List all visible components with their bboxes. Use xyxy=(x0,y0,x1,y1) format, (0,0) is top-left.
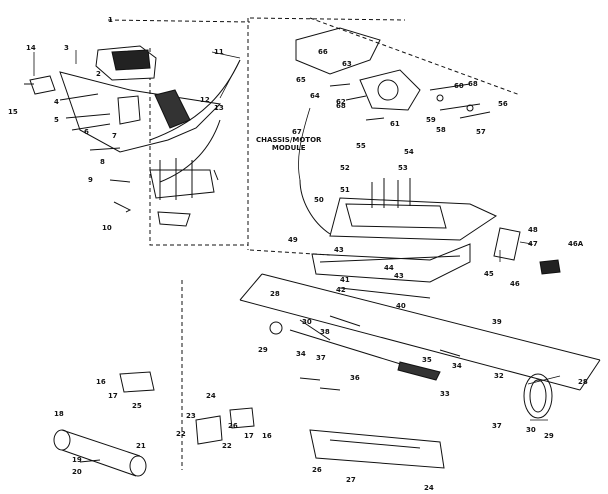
chassis-assembly xyxy=(299,178,561,299)
part-number-49: 49 xyxy=(288,236,298,244)
part-number-6: 6 xyxy=(84,128,89,136)
nozzle-assembly xyxy=(239,273,601,469)
part-number-47: 47 xyxy=(528,240,538,248)
part-number-42: 42 xyxy=(336,286,346,294)
part-number-60: 60 xyxy=(454,82,464,90)
part-number-26-bottom: 26 xyxy=(312,466,322,474)
part-number-2: 2 xyxy=(96,70,101,78)
part-number-28-right: 28 xyxy=(578,378,588,386)
part-number-34-right: 34 xyxy=(452,362,462,370)
rear-cover-assembly xyxy=(24,45,241,227)
part-number-37-left: 37 xyxy=(316,354,326,362)
part-number-8: 8 xyxy=(100,158,105,166)
part-number-61: 61 xyxy=(390,120,400,128)
part-number-46A: 46A xyxy=(568,240,584,248)
part-number-24-bottom: 24 xyxy=(424,484,434,492)
part-number-23: 23 xyxy=(186,412,196,420)
part-number-30-left: 30 xyxy=(302,318,312,326)
part-number-32: 32 xyxy=(494,372,504,380)
part-number-62: 62 xyxy=(336,98,346,106)
part-number-41: 41 xyxy=(340,276,350,284)
part-number-19: 19 xyxy=(72,456,82,464)
part-number-63: 63 xyxy=(342,60,352,68)
part-number-43-right: 43 xyxy=(394,272,404,280)
part-number-24-left: 24 xyxy=(206,392,216,400)
part-number-28-left: 28 xyxy=(270,290,280,298)
part-number-48: 48 xyxy=(528,226,538,234)
part-number-44: 44 xyxy=(384,264,394,272)
motor-module-assembly xyxy=(295,27,491,121)
part-number-53: 53 xyxy=(398,164,408,172)
part-number-39: 39 xyxy=(492,318,502,326)
part-number-65: 65 xyxy=(296,76,306,84)
part-number-54: 54 xyxy=(404,148,414,156)
part-number-25: 25 xyxy=(132,402,142,410)
part-number-18: 18 xyxy=(54,410,64,418)
part-number-35: 35 xyxy=(422,356,432,364)
part-number-51: 51 xyxy=(340,186,350,194)
part-number-16-right: 16 xyxy=(262,432,272,440)
part-number-27: 27 xyxy=(346,476,356,484)
wheel-assembly xyxy=(53,371,255,477)
part-number-52: 52 xyxy=(340,164,350,172)
part-number-1: 1 xyxy=(108,16,113,24)
part-number-37-right: 37 xyxy=(492,422,502,430)
part-number-17-left: 17 xyxy=(108,392,118,400)
part-number-66: 66 xyxy=(318,48,328,56)
part-number-40: 40 xyxy=(396,302,406,310)
chassis-motor-module-label: CHASSIS/MOTOR MODULE xyxy=(256,136,321,152)
part-number-46: 46 xyxy=(510,280,520,288)
part-number-7: 7 xyxy=(112,132,117,140)
part-number-34-left: 34 xyxy=(296,350,306,358)
part-number-56: 56 xyxy=(498,100,508,108)
part-number-9: 9 xyxy=(88,176,93,184)
part-number-43-left: 43 xyxy=(334,246,344,254)
part-number-57: 57 xyxy=(476,128,486,136)
part-number-15: 15 xyxy=(8,108,18,116)
part-number-13: 13 xyxy=(214,104,224,112)
part-number-3: 3 xyxy=(64,44,69,52)
part-number-64: 64 xyxy=(310,92,320,100)
part-number-68-left: 68 xyxy=(336,102,346,110)
part-number-11: 11 xyxy=(214,48,224,56)
part-number-4: 4 xyxy=(54,98,59,106)
part-number-59: 59 xyxy=(426,116,436,124)
part-number-14: 14 xyxy=(26,44,36,52)
leader-lines xyxy=(33,50,561,421)
module-label-line1: CHASSIS/MOTOR xyxy=(256,136,322,144)
part-number-45: 45 xyxy=(484,270,494,278)
part-number-22-right: 22 xyxy=(222,442,232,450)
part-number-20: 20 xyxy=(72,468,82,476)
part-number-12: 12 xyxy=(200,96,210,104)
part-number-26-left: 26 xyxy=(228,422,238,430)
part-number-30-right: 30 xyxy=(526,426,536,434)
part-number-5: 5 xyxy=(54,116,59,124)
part-number-68-right: 68 xyxy=(468,80,478,88)
part-number-36: 36 xyxy=(350,374,360,382)
part-number-33: 33 xyxy=(440,390,450,398)
part-number-29-left: 29 xyxy=(258,346,268,354)
part-number-67: 67 xyxy=(292,128,302,136)
part-number-16-left: 16 xyxy=(96,378,106,386)
part-number-21: 21 xyxy=(136,442,146,450)
part-number-29-right: 29 xyxy=(544,432,554,440)
part-number-55: 55 xyxy=(356,142,366,150)
part-number-22-left: 22 xyxy=(176,430,186,438)
part-number-58: 58 xyxy=(436,126,446,134)
part-number-17-right: 17 xyxy=(244,432,254,440)
part-number-50: 50 xyxy=(314,196,324,204)
part-number-38: 38 xyxy=(320,328,330,336)
part-number-10: 10 xyxy=(102,224,112,232)
module-label-line2: MODULE xyxy=(271,144,306,152)
